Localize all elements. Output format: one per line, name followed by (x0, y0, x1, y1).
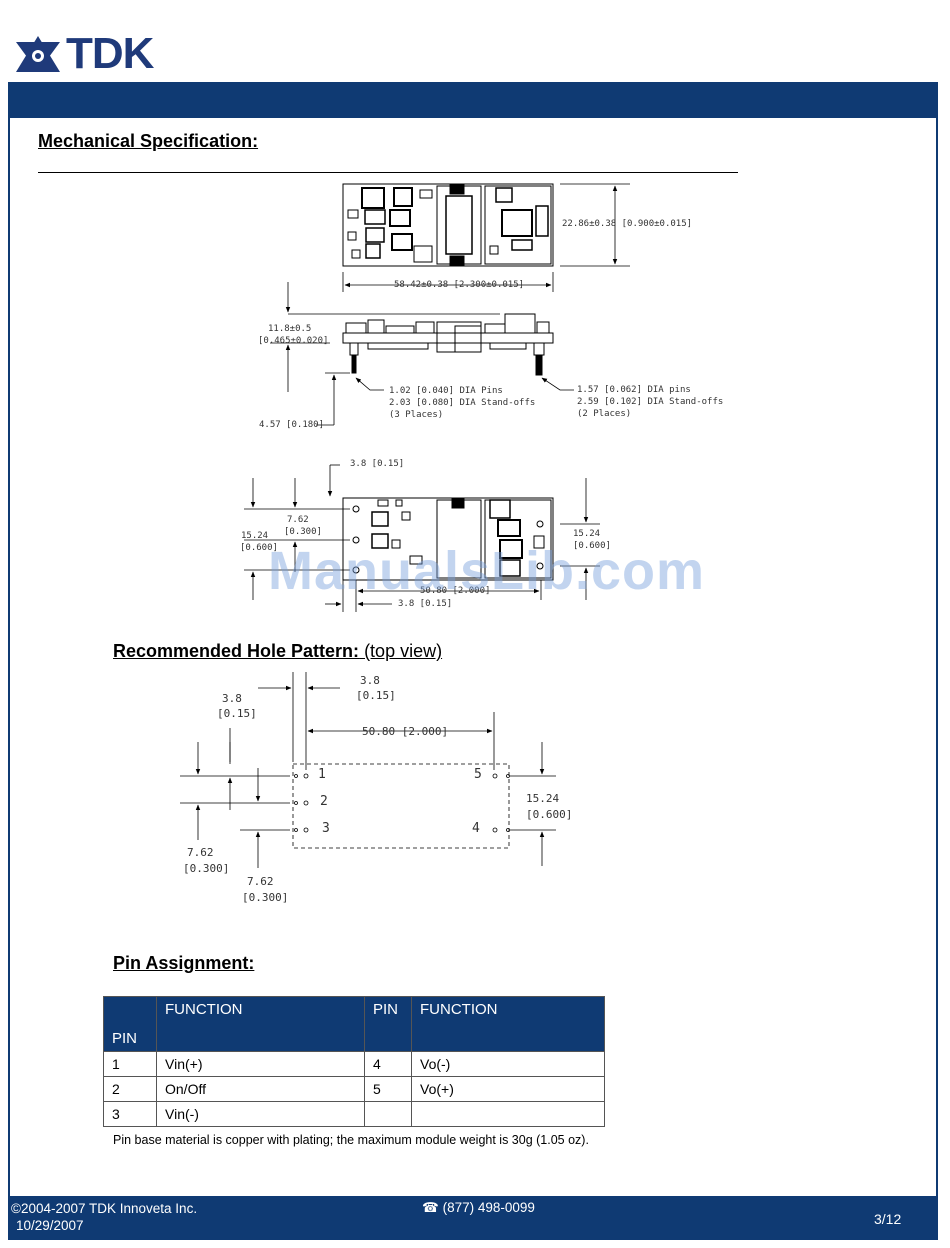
hole-pin-3: 3 (322, 821, 330, 836)
hole-left-offset-a: 3.8 (222, 692, 242, 705)
cell-pin-2: 4 (364, 1051, 412, 1077)
pin-table-header: PIN FUNCTION PIN FUNCTION (103, 996, 605, 1052)
header-function-2: FUNCTION (411, 996, 605, 1052)
dim-pins-small-1: 1.02 [0.040] DIA Pins (389, 386, 503, 396)
dim-bottom-span-right-a: 15.24 (573, 529, 601, 539)
footer-phone: ☎ (877) 498-0099 (422, 1200, 535, 1216)
side-view-board (342, 313, 554, 376)
footer-date: 10/29/2007 (16, 1218, 84, 1233)
dim-pins-small-2: 2.03 [0.080] DIA Stand-offs (389, 398, 536, 408)
cell-function-2: Vo(+) (411, 1076, 605, 1102)
dim-top-width: 58.42±0.38 [2.300±0.015] (394, 280, 525, 290)
cell-function-2: Vo(-) (411, 1051, 605, 1077)
dim-bottom-pitch-b: [0.300] (284, 527, 322, 537)
dim-pins-small-3: (3 Places) (389, 410, 444, 420)
dim-bottom-width: 50.80 [2.000] (420, 586, 491, 596)
hole-right-span-b: [0.600] (526, 808, 573, 821)
cell-function: Vin(-) (156, 1101, 365, 1127)
watermark: ManualsLib.com (268, 541, 706, 601)
footer-phone-number: (877) 498-0099 (442, 1200, 535, 1215)
hole-pin-4: 4 (472, 821, 480, 836)
header-pin: PIN (103, 996, 157, 1052)
pin-assignment-title: Pin Assignment: (113, 953, 255, 973)
bottom-view-board (342, 497, 554, 581)
hole-pattern-title-text: Recommended Hole Pattern: (113, 641, 360, 661)
footer-page-number: 3/12 (874, 1211, 902, 1227)
dim-bottom-span-right-b: [0.600] (573, 541, 611, 551)
cell-pin-2: 5 (364, 1076, 412, 1102)
header-band (8, 82, 938, 118)
hole-left-offset-b: [0.15] (217, 707, 257, 720)
frame-left (8, 118, 10, 1196)
footer-copyright: ©2004-2007 TDK Innoveta Inc. (11, 1201, 198, 1216)
material-note: Pin base material is copper with plating… (113, 1133, 589, 1147)
table-row: 1 Vin(+) 4 Vo(-) (103, 1051, 605, 1077)
hole-pitch-bottom-a: 7.62 (247, 875, 274, 888)
brand-wordmark: TDK (66, 29, 154, 78)
title-divider (38, 172, 738, 173)
dim-top-height: 22.86±0.38 [0.900±0.015] (562, 219, 693, 229)
cell-function-2 (411, 1101, 605, 1127)
hole-width: 50.80 [2.000] (362, 725, 449, 738)
cell-pin: 3 (103, 1101, 157, 1127)
cell-pin: 1 (103, 1051, 157, 1077)
dim-bottom-offset-bottom: 3.8 [0.15] (398, 599, 453, 609)
phone-icon: ☎ (422, 1200, 443, 1215)
cell-function: On/Off (156, 1076, 365, 1102)
dim-side-height-b: [0.465±0.020] (258, 336, 329, 346)
tdk-logo: TDK (14, 29, 154, 78)
hole-right-span-a: 15.24 (526, 792, 560, 805)
mechanical-title: Mechanical Specification: (38, 131, 259, 151)
dim-pin-length: 4.57 [0.180] (259, 420, 325, 430)
dim-pins-large-2: 2.59 [0.102] DIA Stand-offs (577, 397, 724, 407)
dim-bottom-span-left-a: 15.24 (241, 531, 269, 541)
tdk-star-logo-icon (16, 36, 60, 72)
footer: ©2004-2007 TDK Innoveta Inc. 10/29/2007 … (8, 1196, 938, 1240)
dim-bottom-span-left-b: [0.600] (240, 543, 278, 553)
dim-pins-large-1: 1.57 [0.062] DIA pins (577, 385, 691, 395)
cell-pin-2 (364, 1101, 412, 1127)
hole-right-offset-a: 3.8 (360, 674, 380, 687)
header-pin-2: PIN (364, 996, 412, 1052)
hole-pin-5: 5 (474, 767, 482, 782)
hole-pattern-drawing (180, 672, 556, 868)
header-function: FUNCTION (156, 996, 365, 1052)
hole-pin-2: 2 (320, 794, 328, 809)
table-row: 2 On/Off 5 Vo(+) (103, 1076, 605, 1102)
dim-pins-large-3: (2 Places) (577, 409, 632, 419)
dim-bottom-offset-top: 3.8 [0.15] (350, 459, 405, 469)
cell-pin: 2 (103, 1076, 157, 1102)
hole-pattern-title: Recommended Hole Pattern: (top view) (113, 641, 442, 662)
frame-right (936, 118, 938, 1196)
dim-bottom-pitch-a: 7.62 (287, 515, 309, 525)
top-view-board (342, 183, 554, 267)
hole-pitch-left-a: 7.62 (187, 846, 214, 859)
hole-pitch-bottom-b: [0.300] (242, 891, 289, 904)
hole-pin-1: 1 (318, 767, 326, 782)
hole-pitch-left-b: [0.300] (183, 862, 230, 875)
dim-side-height-a: 11.8±0.5 (268, 324, 312, 334)
hole-pattern-subtitle: (top view) (359, 641, 443, 661)
pin-table: PIN FUNCTION PIN FUNCTION 1 Vin(+) 4 Vo(… (103, 996, 605, 1127)
table-row: 3 Vin(-) (103, 1101, 605, 1127)
cell-function: Vin(+) (156, 1051, 365, 1077)
hole-right-offset-b: [0.15] (356, 689, 396, 702)
